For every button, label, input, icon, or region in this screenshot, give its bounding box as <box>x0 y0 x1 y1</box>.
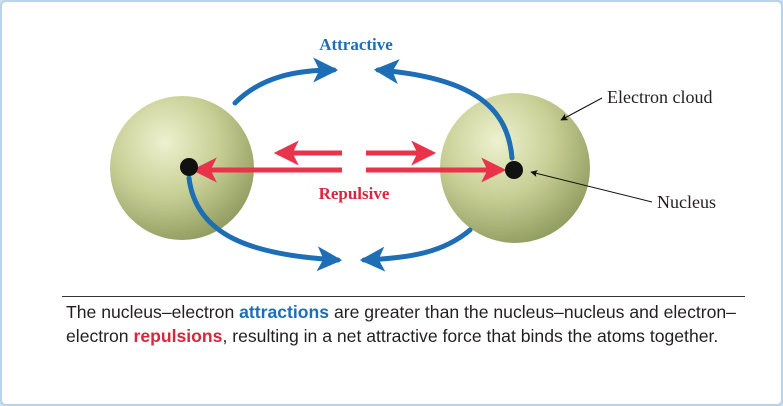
repulsive-label: Repulsive <box>319 184 390 203</box>
attractive-label: Attractive <box>319 35 393 54</box>
electron-cloud-pointer <box>561 98 602 120</box>
caption-attractions: attractions <box>239 302 329 322</box>
caption-divider <box>62 296 745 297</box>
caption-repulsions: repulsions <box>133 326 222 346</box>
caption-text-1: The nucleus–electron <box>66 302 239 322</box>
attractive-arrow-bottom-right <box>364 230 470 260</box>
right-nucleus <box>505 161 523 179</box>
figure-caption: The nucleus–electron attractions are gre… <box>66 300 756 348</box>
caption-text-3: , resulting in a net attractive force th… <box>222 326 718 346</box>
atom-interaction-diagram: Attractive Repulsive Electron cloud Nucl… <box>0 0 783 290</box>
nucleus-label: Nucleus <box>657 192 716 212</box>
left-nucleus <box>180 158 198 176</box>
attractive-arrow-top-left <box>235 70 334 103</box>
electron-cloud-label: Electron cloud <box>607 87 712 107</box>
